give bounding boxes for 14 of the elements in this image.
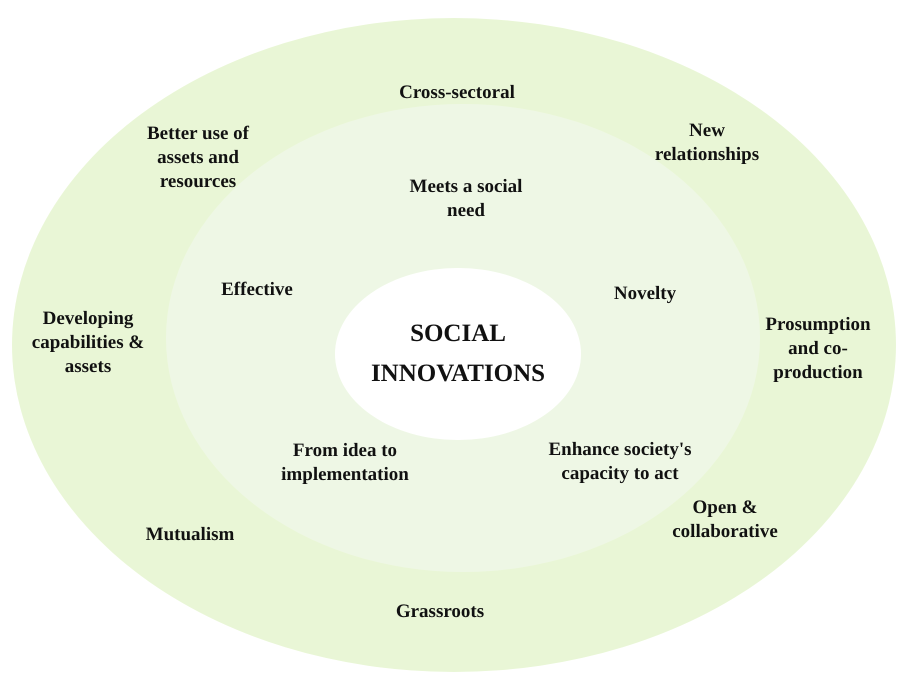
attribute-label: Effective (220, 278, 294, 302)
attribute-label: Better use of assets and resources (146, 122, 250, 194)
attribute-label: Cross-sectoral (398, 81, 516, 105)
attribute-label: Meets a social need (408, 175, 524, 223)
attribute-label: Open & collaborative (671, 496, 779, 544)
center-title: SOCIAL INNOVATIONS (370, 319, 546, 389)
attribute-label: Enhance society's capacity to act (547, 438, 693, 486)
attribute-label: Novelty (612, 282, 678, 306)
attribute-label: Mutualism (144, 523, 236, 547)
attribute-label: From idea to implementation (280, 439, 410, 487)
attribute-label: New relationships (654, 119, 760, 167)
attribute-label: Developing capabilities & assets (30, 307, 146, 379)
attribute-label: Prosumption and co-production (764, 313, 872, 385)
attribute-label: Grassroots (394, 600, 486, 624)
